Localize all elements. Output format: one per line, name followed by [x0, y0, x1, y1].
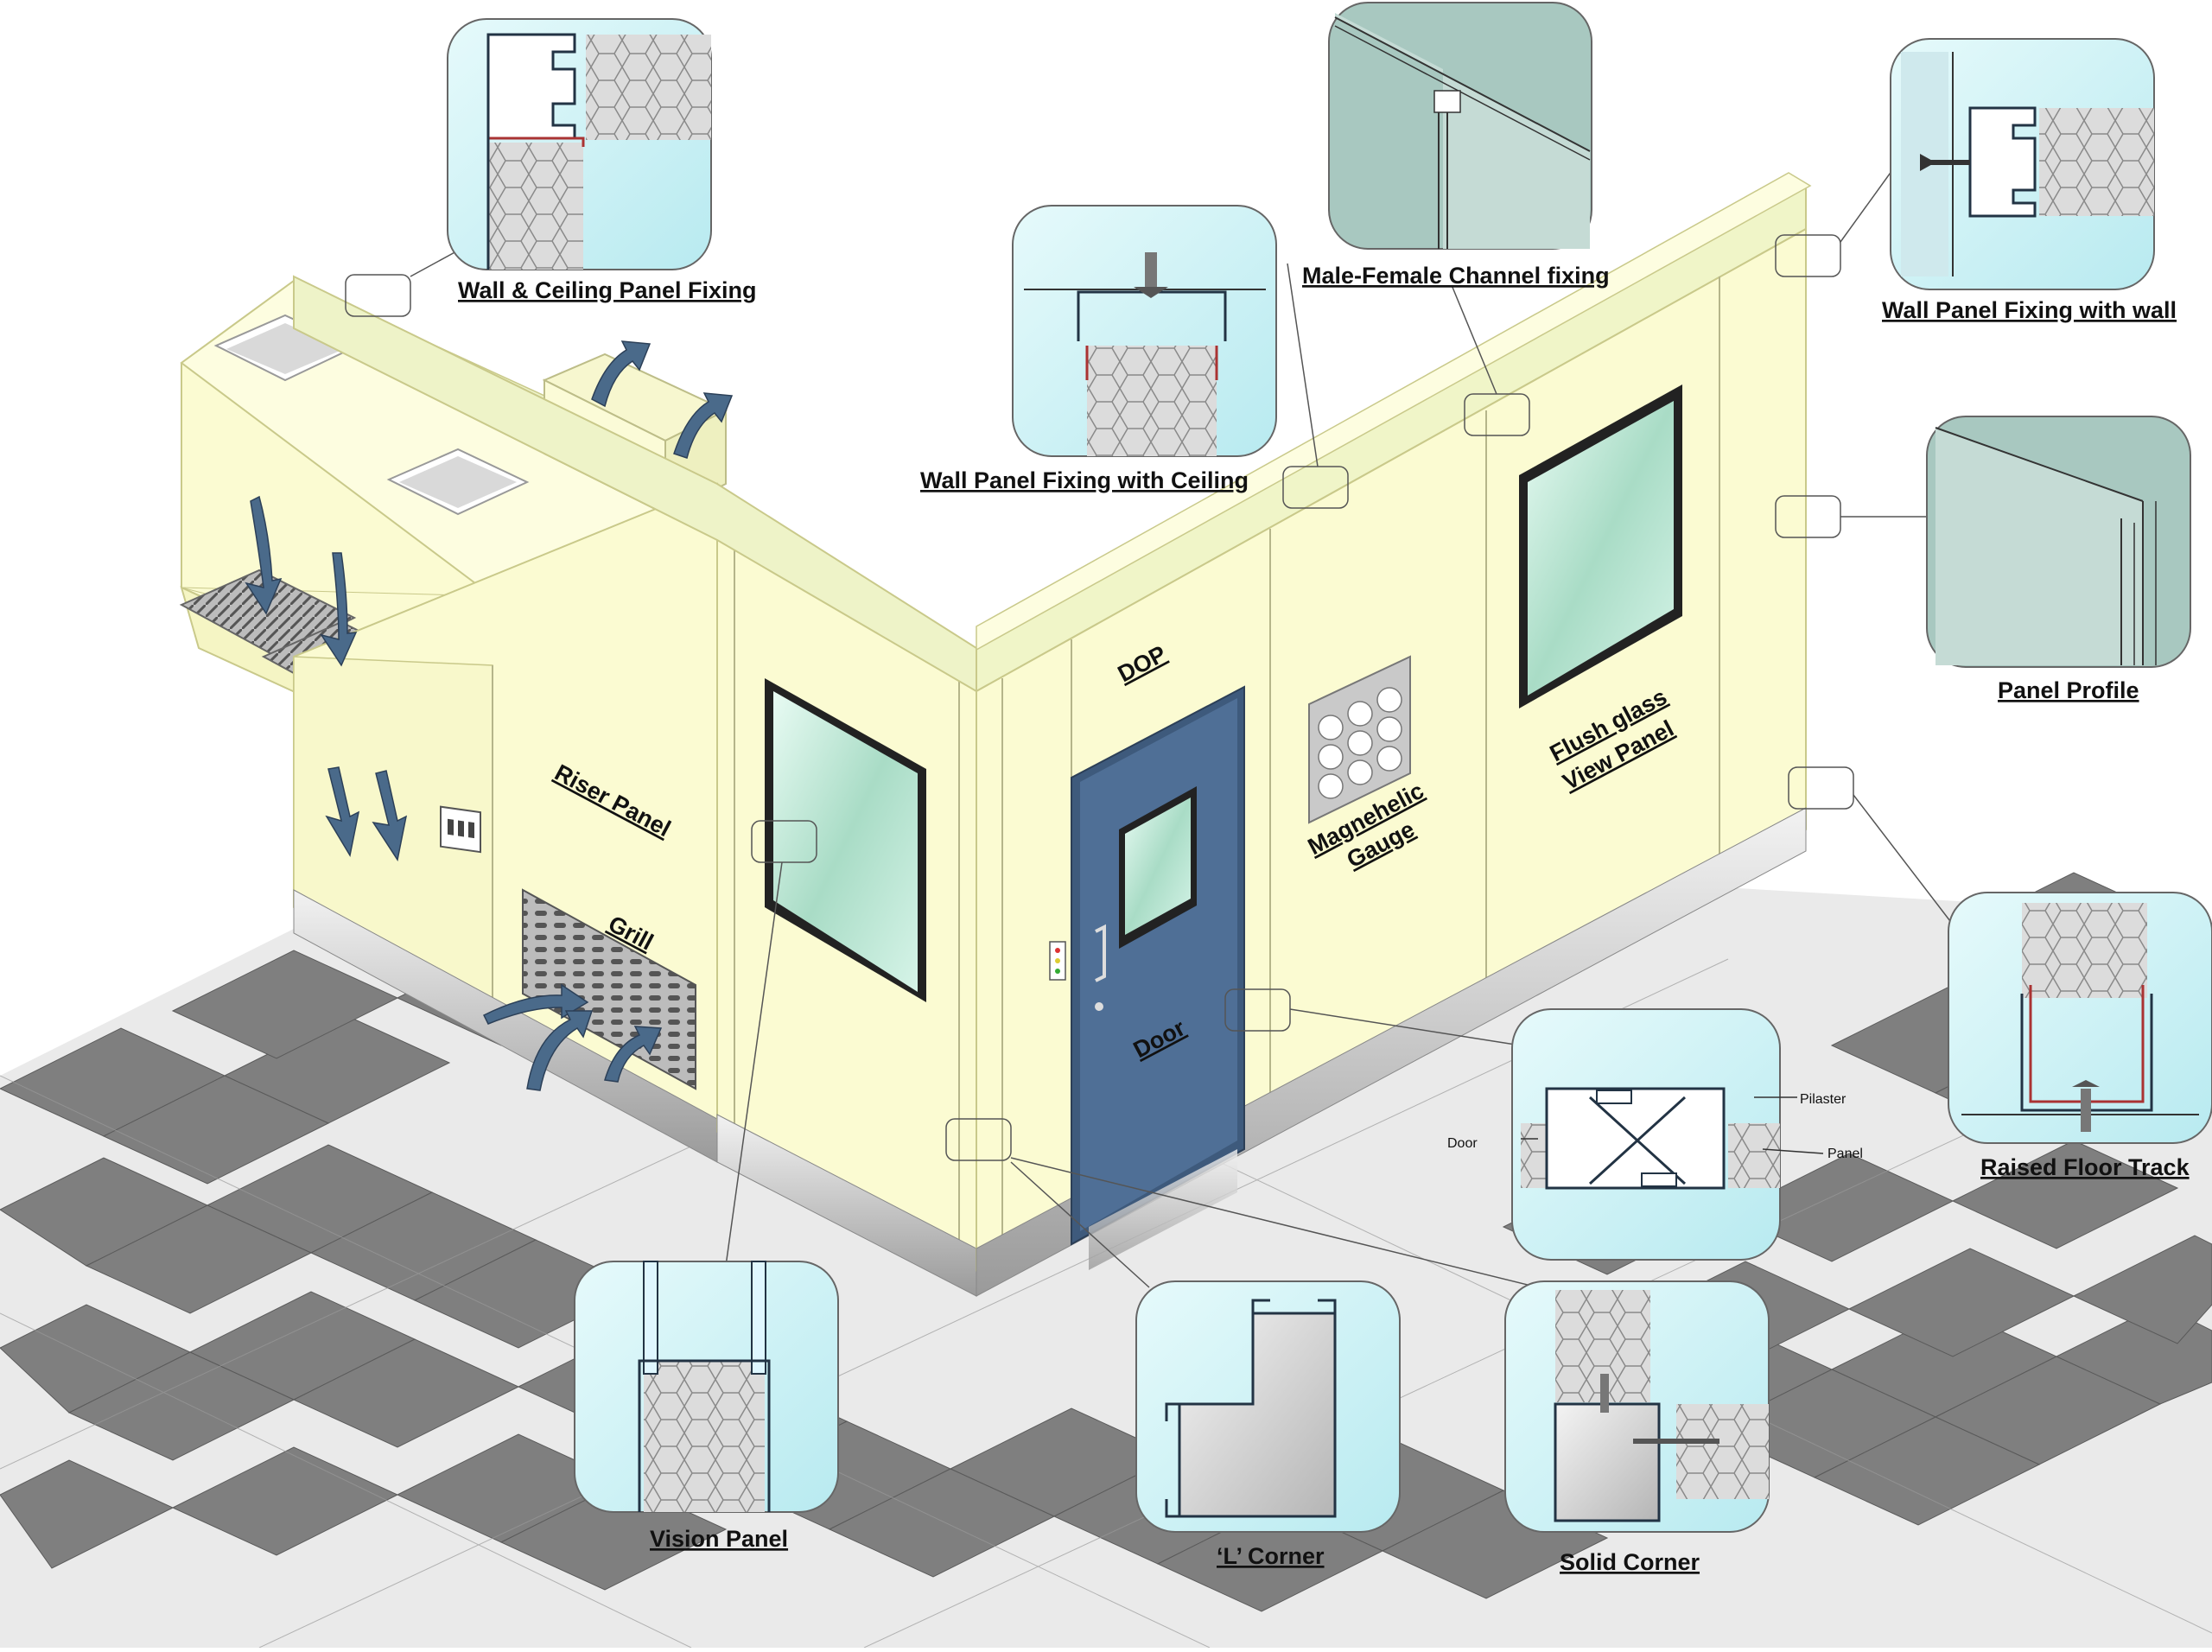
pilaster-label-door: Door [1447, 1136, 1478, 1151]
detail-wall-with-ceiling [1012, 205, 1277, 457]
caption-panel-profile: Panel Profile [1998, 677, 2139, 703]
detail-male-female-channel [1328, 2, 1592, 250]
detail-solid-corner [1504, 1280, 1770, 1533]
detail-raised-floor-track [1948, 892, 2212, 1144]
detail-vision-panel [574, 1261, 839, 1513]
detail-wall-with-wall [1890, 38, 2155, 290]
detail-pilaster [1511, 1008, 1824, 1261]
caption-solid-corner: Solid Corner [1560, 1549, 1700, 1575]
airflow-arrows [245, 340, 734, 1091]
magnehelic-gauge-panel [1308, 655, 1411, 824]
detail-l-corner [1135, 1280, 1401, 1533]
caption-raised-floor: Raised Floor Track [1980, 1154, 2190, 1180]
caption-wall-with-ceiling: Wall Panel Fixing with Ceiling [920, 467, 1249, 493]
pilaster-label-pilaster: Pilaster [1800, 1092, 1847, 1107]
switch-box [440, 805, 481, 854]
flush-glass-view-panel [1519, 384, 1682, 708]
callout-captions: Wall & Ceiling Panel Fixing Male-Female … [458, 263, 2190, 1575]
detail-panel-profile [1926, 416, 2191, 668]
caption-male-female: Male-Female Channel fixing [1302, 263, 1610, 289]
detail-wall-ceiling-fixing [447, 18, 712, 270]
caption-l-corner: ‘L’ Corner [1217, 1543, 1325, 1569]
caption-wall-with-wall: Wall Panel Fixing with wall [1882, 297, 2177, 323]
door-frame [1071, 685, 1245, 1270]
caption-wall-ceiling: Wall & Ceiling Panel Fixing [458, 277, 757, 303]
ceiling-cap [293, 172, 1812, 693]
caption-vision-panel: Vision Panel [650, 1526, 788, 1552]
callout-leaders [345, 163, 1954, 1288]
pilaster-detail-labels: Door Pilaster Panel [1447, 1092, 1863, 1161]
door-indicator [1049, 941, 1066, 981]
pilaster-label-panel: Panel [1827, 1147, 1863, 1161]
vision-panel-window [765, 678, 926, 1002]
